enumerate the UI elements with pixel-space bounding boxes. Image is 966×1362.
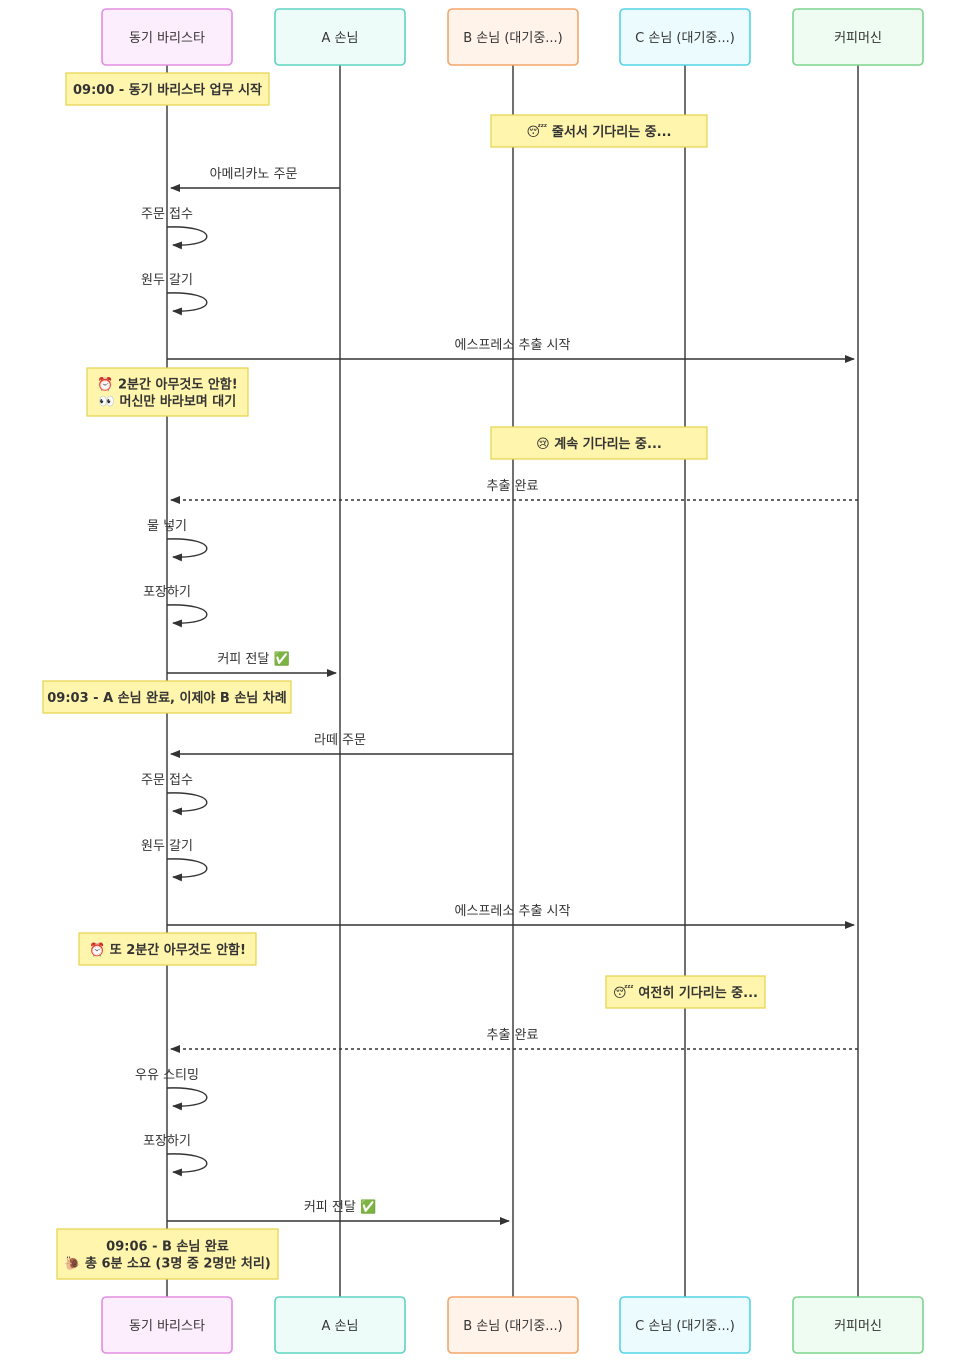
participant-bottom-c: C 손님 (대기중...) xyxy=(619,1296,751,1354)
message-label: 아메리카노 주문 xyxy=(210,167,298,182)
message-label: 커피 전달 ✅ xyxy=(304,1199,376,1215)
participant-box xyxy=(619,1296,751,1354)
message-label: 에스프레소 추출 시작 xyxy=(455,338,571,353)
self-loop-arrow xyxy=(166,226,208,250)
note-text: ⏰ 2분간 아무것도 안함! xyxy=(97,376,237,393)
self-loop-arrow xyxy=(166,292,208,316)
note-text: ⏰ 또 2분간 아무것도 안함! xyxy=(89,941,246,958)
note-text: 😴 여전히 기다리는 중... xyxy=(613,985,758,1001)
participant-bottom-barista: 동기 바리스타 xyxy=(101,1296,233,1354)
note-text: 😢 계속 기다리는 중... xyxy=(536,436,662,452)
message-label: 추출 완료 xyxy=(487,479,539,494)
participant-top-barista: 동기 바리스타 xyxy=(101,8,233,66)
participant-top-a: A 손님 xyxy=(274,8,406,66)
self-message: 물 넣기 xyxy=(147,519,208,562)
self-message-label: 주문 접수 xyxy=(141,773,193,788)
participant-box xyxy=(274,1296,406,1354)
message-barista-to-a: 커피 전달 ✅ xyxy=(167,651,337,677)
note-text: 09:00 - 동기 바리스타 업무 시작 xyxy=(73,82,262,98)
participant-label: B 손님 (대기중...) xyxy=(463,1319,563,1334)
message-label: 커피 전달 ✅ xyxy=(217,651,289,667)
participant-label: A 손님 xyxy=(322,1319,359,1334)
note-text: 😴 줄서서 기다리는 중... xyxy=(527,124,672,140)
participant-box xyxy=(101,1296,233,1354)
self-message: 원두 갈기 xyxy=(141,839,208,882)
self-loop-arrow xyxy=(166,792,208,816)
participant-label: B 손님 (대기중...) xyxy=(463,31,563,46)
note-box xyxy=(65,72,270,106)
self-loop-arrow xyxy=(166,604,208,628)
note: ⏰ 또 2분간 아무것도 안함! xyxy=(78,932,257,966)
note-box xyxy=(86,367,249,417)
note-text: 🐌 총 6분 소요 (3명 중 2명만 처리) xyxy=(64,1256,271,1272)
message-machine-to-barista: 추출 완료 xyxy=(170,479,858,504)
note: 😴 여전히 기다리는 중... xyxy=(605,975,766,1009)
participant-box xyxy=(619,8,751,66)
self-loop-arrow xyxy=(166,858,208,882)
note: 😢 계속 기다리는 중... xyxy=(490,426,708,460)
message-label: 추출 완료 xyxy=(487,1028,539,1043)
participant-top-b: B 손님 (대기중...) xyxy=(447,8,579,66)
note: ⏰ 2분간 아무것도 안함!👀 머신만 바라보며 대기 xyxy=(86,367,249,417)
self-loop-arrow xyxy=(166,1087,208,1111)
note-box xyxy=(605,975,766,1009)
note-box xyxy=(490,114,708,148)
note-text: 👀 머신만 바라보며 대기 xyxy=(99,394,236,410)
participant-label: 커피머신 xyxy=(834,31,882,46)
message-b-to-barista: 라떼 주문 xyxy=(170,733,513,758)
message-label: 라떼 주문 xyxy=(314,733,366,748)
participant-bottom-machine: 커피머신 xyxy=(792,1296,924,1354)
self-message: 포장하기 xyxy=(143,585,208,628)
participant-box xyxy=(792,8,924,66)
participant-label: A 손님 xyxy=(322,31,359,46)
message-machine-to-barista: 추출 완료 xyxy=(170,1028,858,1053)
note: 😴 줄서서 기다리는 중... xyxy=(490,114,708,148)
message-barista-to-b: 커피 전달 ✅ xyxy=(167,1199,510,1225)
note-box xyxy=(42,680,292,714)
participant-label: 동기 바리스타 xyxy=(129,31,205,46)
participant-box xyxy=(792,1296,924,1354)
participant-top-c: C 손님 (대기중...) xyxy=(619,8,751,66)
self-message: 우유 스티밍 xyxy=(135,1068,208,1111)
message-barista-to-machine: 에스프레소 추출 시작 xyxy=(167,904,855,929)
participant-bottom-b: B 손님 (대기중...) xyxy=(447,1296,579,1354)
participant-label: C 손님 (대기중...) xyxy=(635,31,735,46)
participant-box xyxy=(447,8,579,66)
message-label: 에스프레소 추출 시작 xyxy=(455,904,571,919)
self-message-label: 포장하기 xyxy=(143,585,191,600)
note-text: 09:06 - B 손님 완료 xyxy=(106,1239,229,1255)
participant-label: C 손님 (대기중...) xyxy=(635,1319,735,1334)
message-a-to-barista: 아메리카노 주문 xyxy=(170,167,340,192)
note-box xyxy=(78,932,257,966)
participant-label: 커피머신 xyxy=(834,1319,882,1334)
self-message: 포장하기 xyxy=(143,1134,208,1177)
note-box xyxy=(56,1228,279,1280)
self-message-label: 포장하기 xyxy=(143,1134,191,1149)
note-text: 09:03 - A 손님 완료, 이제야 B 손님 차례 xyxy=(47,690,286,706)
note: 09:03 - A 손님 완료, 이제야 B 손님 차례 xyxy=(42,680,292,714)
self-message: 주문 접수 xyxy=(141,773,208,816)
self-message-label: 물 넣기 xyxy=(147,519,187,534)
participant-top-machine: 커피머신 xyxy=(792,8,924,66)
self-loop-arrow xyxy=(166,1153,208,1177)
self-message: 주문 접수 xyxy=(141,207,208,250)
note-box xyxy=(490,426,708,460)
participant-box xyxy=(101,8,233,66)
participant-box xyxy=(274,8,406,66)
note: 09:00 - 동기 바리스타 업무 시작 xyxy=(65,72,270,106)
self-message-label: 우유 스티밍 xyxy=(135,1068,199,1083)
participant-label: 동기 바리스타 xyxy=(129,1319,205,1334)
self-message-label: 원두 갈기 xyxy=(141,839,193,854)
self-message-label: 주문 접수 xyxy=(141,207,193,222)
participant-box xyxy=(447,1296,579,1354)
note: 09:06 - B 손님 완료🐌 총 6분 소요 (3명 중 2명만 처리) xyxy=(56,1228,279,1280)
self-message: 원두 갈기 xyxy=(141,273,208,316)
participant-bottom-a: A 손님 xyxy=(274,1296,406,1354)
self-loop-arrow xyxy=(166,538,208,562)
self-message-label: 원두 갈기 xyxy=(141,273,193,288)
message-barista-to-machine: 에스프레소 추출 시작 xyxy=(167,338,855,363)
